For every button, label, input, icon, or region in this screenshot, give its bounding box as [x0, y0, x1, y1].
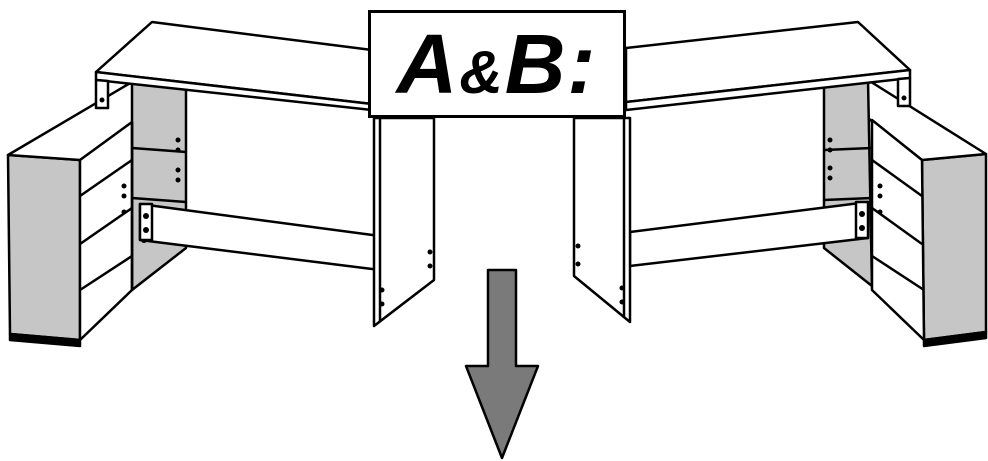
right-desktop-bracket: [896, 76, 912, 108]
right-shelf-back-panel: [822, 78, 874, 288]
right-leg-panel-face: [572, 116, 632, 324]
right-crossbar: [628, 200, 870, 268]
right-desktop: [624, 20, 912, 112]
down-arrow-icon: [464, 268, 540, 460]
left-shelf-back-panel: [130, 80, 188, 292]
right-leg-panel: [572, 116, 632, 324]
left-desktop-bracket: [94, 78, 110, 110]
left-desktop: [94, 20, 374, 112]
left-crossbar-face: [138, 202, 382, 272]
left-shelf-board-3: [79, 254, 133, 292]
right-crossbar-face: [628, 200, 870, 268]
left-shelf-inner-shelf-2: [131, 196, 187, 204]
left-leg-panel: [372, 116, 436, 328]
right-shelf-base: [922, 330, 988, 348]
left-shelf-front: [78, 120, 134, 342]
step-label-part-b: B:: [504, 17, 598, 111]
step-label-part-a: A: [396, 17, 460, 111]
left-crossbar-end: [138, 202, 154, 242]
left-crossbar: [138, 202, 382, 272]
right-shelf-side-panel: [920, 152, 988, 342]
right-crossbar-end: [854, 200, 870, 240]
step-label-box: A&B:: [368, 10, 626, 118]
left-shelf-base: [8, 332, 82, 348]
step-label: A&B:: [397, 22, 598, 106]
left-shelf-board-1: [79, 158, 133, 198]
left-leg-panel-face: [372, 116, 436, 328]
step-label-ampersand: &: [459, 39, 505, 106]
left-shelf-side-panel: [6, 153, 82, 342]
